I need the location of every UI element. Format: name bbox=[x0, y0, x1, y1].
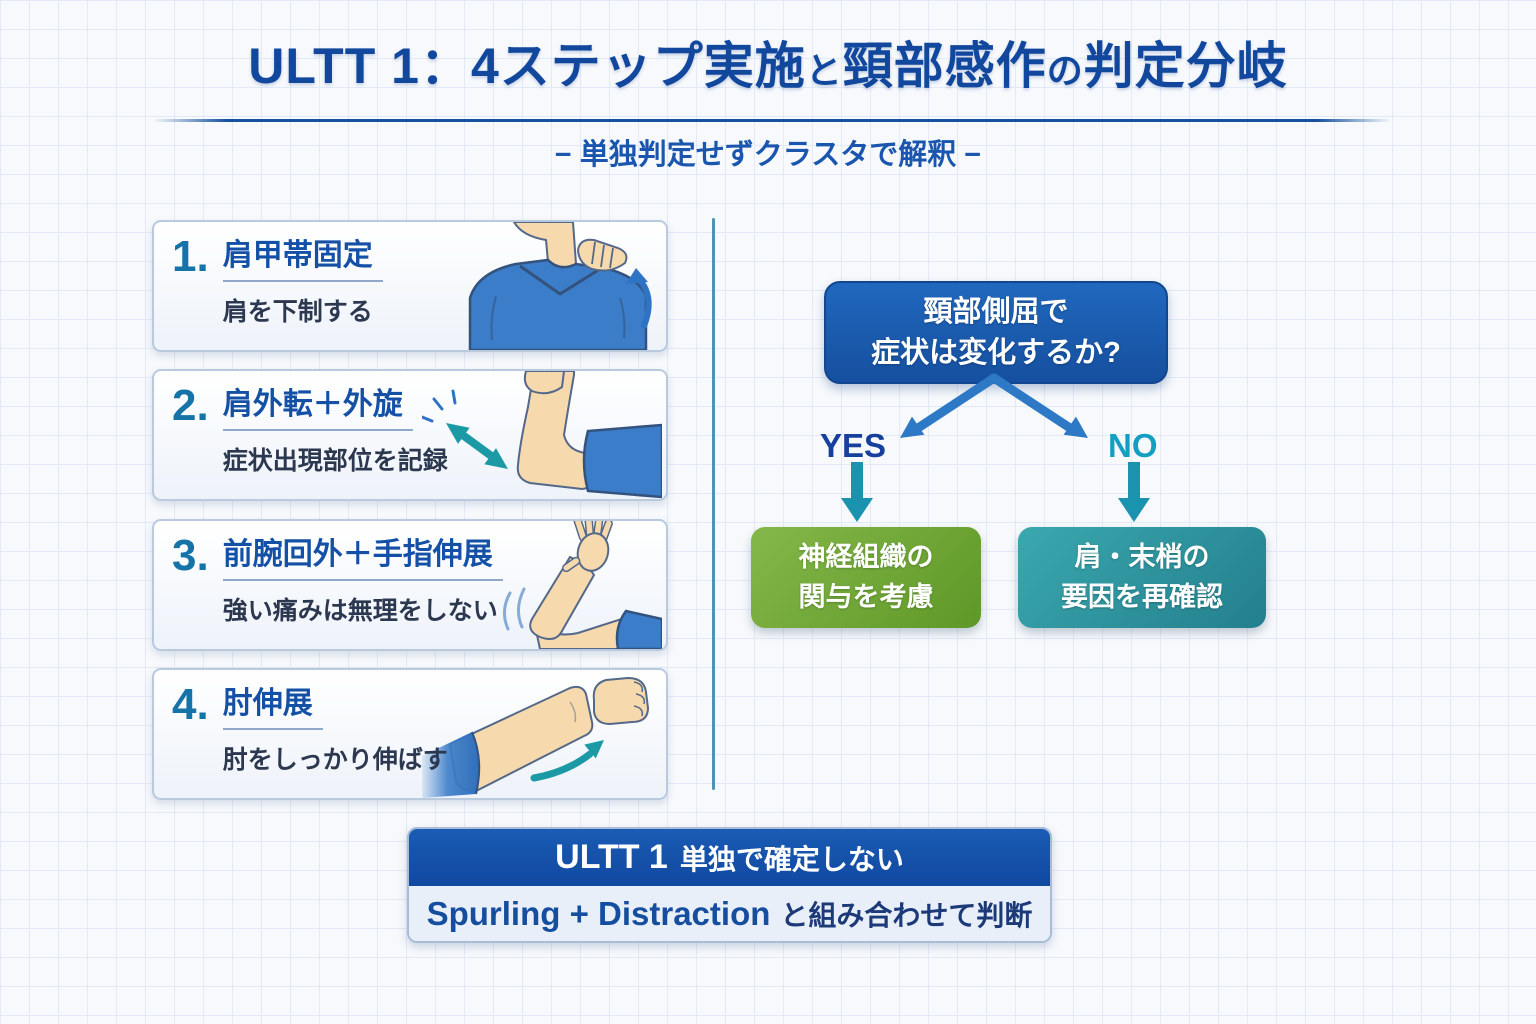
header: ULTT 1：4ステップ実施と頸部感作の判定分岐 bbox=[0, 34, 1536, 99]
yes-label: YES bbox=[820, 427, 887, 464]
subtitle: − 単独判定せずクラスタで解釈 − bbox=[554, 139, 982, 171]
no-label: NO bbox=[1108, 427, 1158, 464]
branch-arrows-icon bbox=[900, 373, 1088, 438]
step-card-2: 2. 肩外転＋外旋 症状出現部位を記録 bbox=[152, 369, 668, 501]
question-line: 症状は変化するか? bbox=[871, 336, 1121, 369]
yes-down-arrow-icon bbox=[841, 462, 873, 522]
step-description: 強い痛みは無理をしない bbox=[222, 597, 498, 625]
step-title: 肘伸展 bbox=[222, 683, 323, 730]
question-box: 頸部側屈で 症状は変化するか? bbox=[824, 281, 1168, 384]
result-line: 関与を考慮 bbox=[798, 581, 934, 612]
conclusion-banner: ULTT 1 単独で確定しない Spurling + Distraction と… bbox=[407, 827, 1052, 943]
divider-line bbox=[712, 218, 715, 790]
step-description: 肩を下制する bbox=[222, 298, 373, 326]
step-number: 1. bbox=[172, 232, 209, 281]
nerve-involvement-box: 神経組織の 関与を考慮 bbox=[751, 527, 981, 628]
shoulder-abduction-external-rotation-illustration bbox=[422, 371, 662, 499]
result-line: 要因を再確認 bbox=[1061, 581, 1223, 612]
forearm-supination-finger-extension-illustration bbox=[503, 521, 662, 649]
no-down-arrow-icon bbox=[1118, 462, 1150, 522]
banner-headline-ja: 単独で確定しない bbox=[679, 843, 904, 875]
question-line: 頸部側屈で bbox=[923, 295, 1069, 328]
title-part: 判定分岐 bbox=[1083, 38, 1288, 94]
step-text: 3. 前腕回外＋手指伸展 強い痛みは無理をしない bbox=[172, 534, 503, 627]
result-line: 神経組織の bbox=[798, 542, 934, 573]
title-part: ULTT 1：4ステップ実施 bbox=[248, 38, 806, 94]
step-description: 症状出現部位を記録 bbox=[222, 447, 448, 475]
step-text: 1. 肩甲帯固定 肩を下制する bbox=[172, 235, 383, 328]
banner-subline-en: Spurling + Distraction bbox=[426, 894, 771, 932]
elbow-extension-illustration bbox=[422, 676, 650, 798]
title-underline bbox=[153, 119, 1391, 122]
banner-headline: ULTT 1 単独で確定しない bbox=[409, 829, 1050, 886]
step-text: 4. 肘伸展 肘をしっかり伸ばす bbox=[172, 683, 448, 776]
step-title: 前腕回外＋手指伸展 bbox=[222, 534, 503, 581]
step-number: 2. bbox=[172, 381, 209, 430]
step-number: 4. bbox=[172, 680, 209, 729]
step-description: 肘をしっかり伸ばす bbox=[222, 746, 448, 774]
step-card-4: 4. 肘伸展 肘をしっかり伸ばす bbox=[152, 668, 668, 800]
banner-headline-en: ULTT 1 bbox=[555, 838, 668, 876]
main-title: ULTT 1：4ステップ実施と頸部感作の判定分岐 bbox=[0, 34, 1536, 99]
title-part: 頸部感作 bbox=[842, 38, 1047, 94]
step-card-1: 1. 肩甲帯固定 肩を下制する bbox=[152, 220, 668, 352]
step-title: 肩甲帯固定 bbox=[222, 235, 383, 282]
title-part: と bbox=[805, 50, 843, 91]
title-part: の bbox=[1046, 50, 1084, 91]
step-text: 2. 肩外転＋外旋 症状出現部位を記録 bbox=[172, 384, 448, 477]
step-title: 肩外転＋外旋 bbox=[222, 384, 413, 431]
peripheral-factors-box: 肩・末梢の 要因を再確認 bbox=[1018, 527, 1266, 628]
result-line: 肩・末梢の bbox=[1074, 542, 1210, 573]
open-hand bbox=[562, 521, 613, 573]
banner-subline: Spurling + Distraction と組み合わせて判断 bbox=[409, 886, 1050, 941]
shoulder-girdle-fixation-illustration bbox=[468, 222, 652, 350]
step-number: 3. bbox=[172, 531, 209, 580]
step-card-3: 3. 前腕回外＋手指伸展 強い痛みは無理をしない bbox=[152, 519, 668, 651]
banner-subline-ja: と組み合わせて判断 bbox=[780, 899, 1033, 931]
